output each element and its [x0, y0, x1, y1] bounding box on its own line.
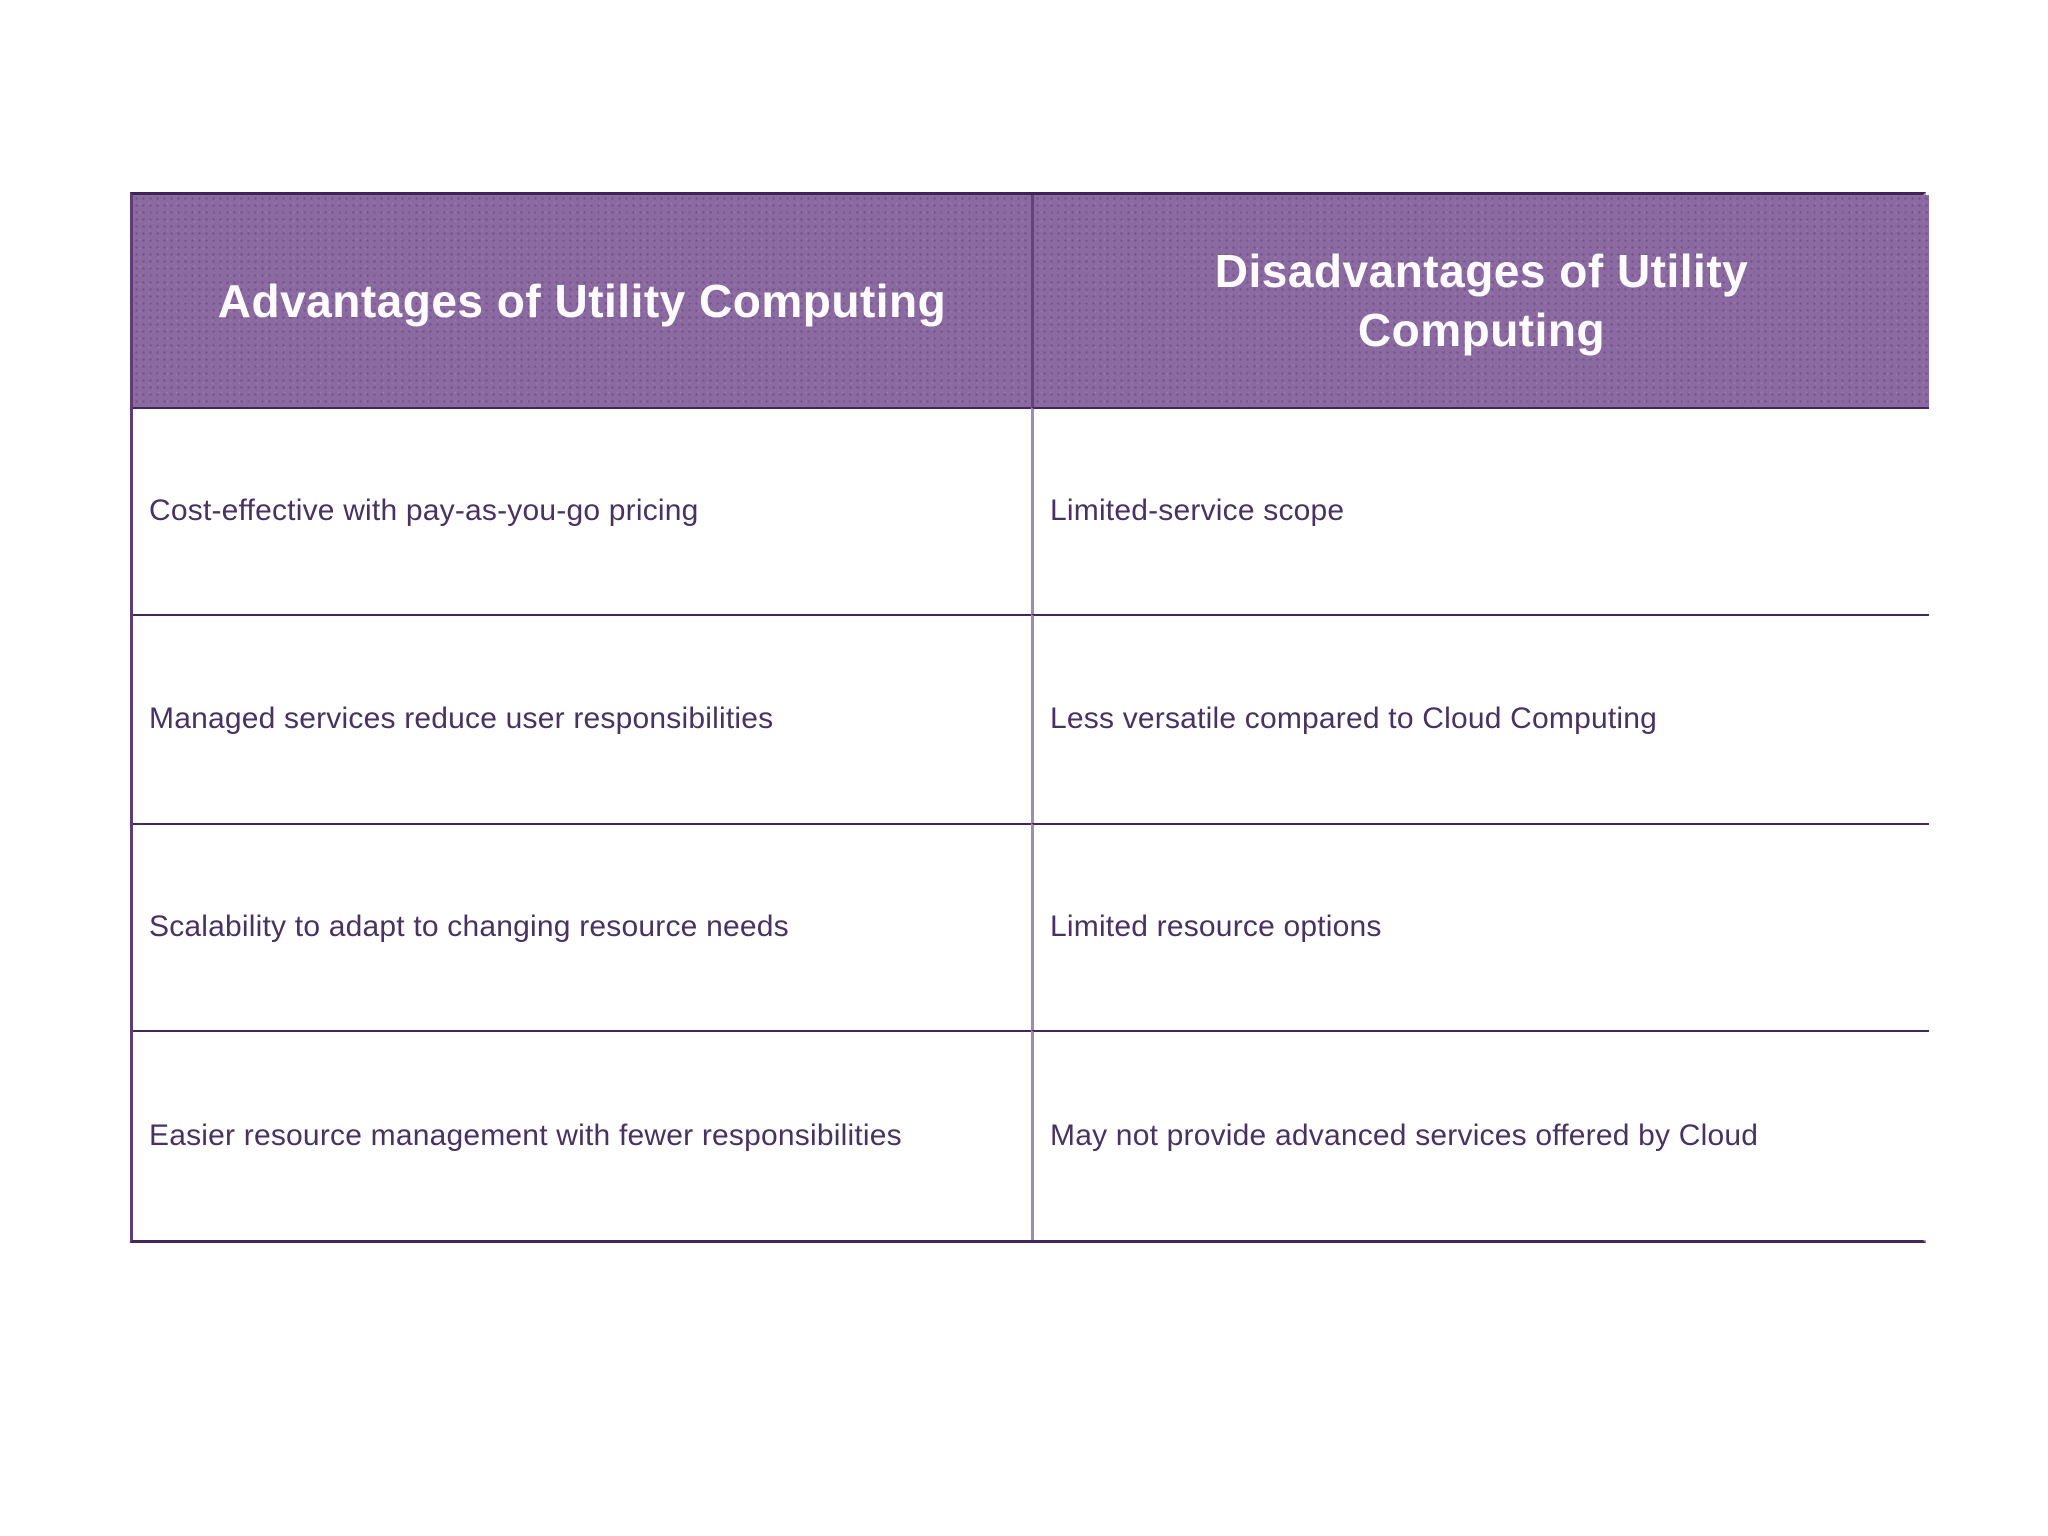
table-row: Managed services reduce user responsibil… [133, 614, 1031, 823]
header-advantages-label: Advantages of Utility Computing [217, 274, 947, 327]
disadvantage-cell-2: Less versatile compared to Cloud Computi… [1050, 702, 1658, 736]
advantage-cell-1: Cost-effective with pay-as-you-go pricin… [149, 494, 699, 528]
table-row: Easier resource management with fewer re… [133, 1030, 1031, 1240]
disadvantage-cell-4: May not provide advanced services offere… [1050, 1118, 1759, 1152]
table-row: Limited-service scope [1031, 407, 1929, 614]
disadvantage-cell-3: Limited resource options [1050, 910, 1382, 944]
advantage-cell-4: Easier resource management with fewer re… [149, 1118, 902, 1152]
table-row: May not provide advanced services offere… [1031, 1030, 1929, 1240]
header-cell-advantages: Advantages of Utility Computing [133, 195, 1031, 407]
table-row: Cost-effective with pay-as-you-go pricin… [133, 407, 1031, 614]
header-cell-disadvantages: Disadvantages of Utility Computing [1031, 195, 1929, 407]
disadvantage-cell-1: Limited-service scope [1050, 494, 1345, 528]
advantage-cell-2: Managed services reduce user responsibil… [149, 702, 774, 736]
table-row: Scalability to adapt to changing resourc… [133, 823, 1031, 1030]
advantage-cell-3: Scalability to adapt to changing resourc… [149, 910, 789, 944]
table-row: Limited resource options [1031, 823, 1929, 1030]
comparison-table: Advantages of Utility Computing Disadvan… [130, 192, 1929, 1243]
table-row: Less versatile compared to Cloud Computi… [1031, 614, 1929, 823]
header-disadvantages-label: Disadvantages of Utility Computing [1214, 245, 1749, 356]
